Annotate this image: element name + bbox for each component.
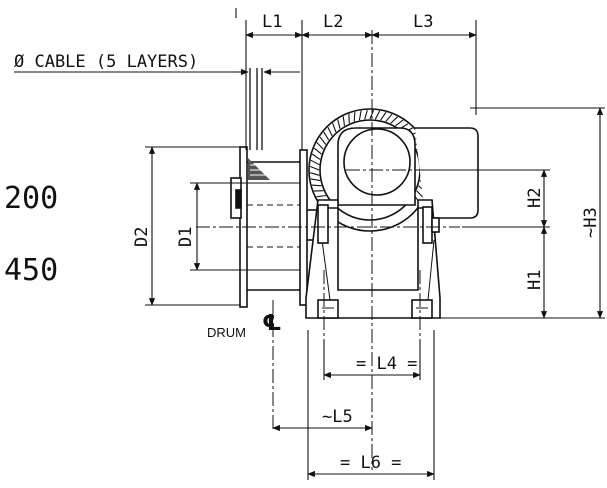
dim-label-h2: H2 xyxy=(525,188,545,208)
side-value-top: 200 xyxy=(4,181,58,216)
gear-tooth xyxy=(309,165,320,171)
gear-tooth xyxy=(310,159,320,166)
dim-label-l3: L3 xyxy=(413,12,433,32)
dimension-lines xyxy=(14,8,605,480)
gear-tooth xyxy=(316,142,324,150)
gear-tooth xyxy=(416,190,424,198)
gear-tooth xyxy=(313,147,322,155)
dim-label-l1: L1 xyxy=(262,12,282,32)
dim-label-l6: = L6 = xyxy=(340,453,401,473)
dim-label-h3: ~H3 xyxy=(581,207,601,238)
dim-label-h1: H1 xyxy=(525,270,545,290)
cable-label: Ø CABLE (5 LAYERS) xyxy=(14,52,198,72)
gear-tooth xyxy=(332,122,337,133)
gear-tooth xyxy=(309,172,320,176)
gearbox-assembly xyxy=(305,108,479,319)
side-value-bottom: 450 xyxy=(4,253,58,288)
gear-tooth xyxy=(323,131,330,141)
dim-label-d1: D1 xyxy=(176,227,196,247)
gear-tooth xyxy=(364,109,368,120)
dim-label-l4: = L4 = xyxy=(356,354,417,374)
gear-tooth xyxy=(380,111,387,121)
gear-tooth xyxy=(369,109,375,120)
gear-tooth xyxy=(311,184,322,187)
gear-tooth xyxy=(395,119,404,127)
centerline-symbol: ℄ xyxy=(262,311,282,336)
drum-label: DRUM xyxy=(207,325,246,340)
gear-tooth xyxy=(385,113,393,122)
gear-tooth xyxy=(374,110,381,120)
gear-tooth xyxy=(311,153,321,160)
gear-tooth xyxy=(310,178,321,182)
gear-tooth xyxy=(342,116,346,126)
gear-tooth xyxy=(353,111,356,122)
motor-housing xyxy=(415,127,479,219)
gear-tooth xyxy=(319,136,327,145)
gear-tooth xyxy=(358,110,362,121)
gear-tooth xyxy=(390,116,398,124)
gear-tooth xyxy=(327,127,333,137)
gear-tooth xyxy=(316,194,326,198)
drum-assembly xyxy=(230,68,320,308)
gear-tooth xyxy=(337,119,341,129)
dim-label-l5: ~L5 xyxy=(322,407,353,427)
dim-label-d2: D2 xyxy=(132,227,152,247)
dim-label-l2: L2 xyxy=(323,12,343,32)
